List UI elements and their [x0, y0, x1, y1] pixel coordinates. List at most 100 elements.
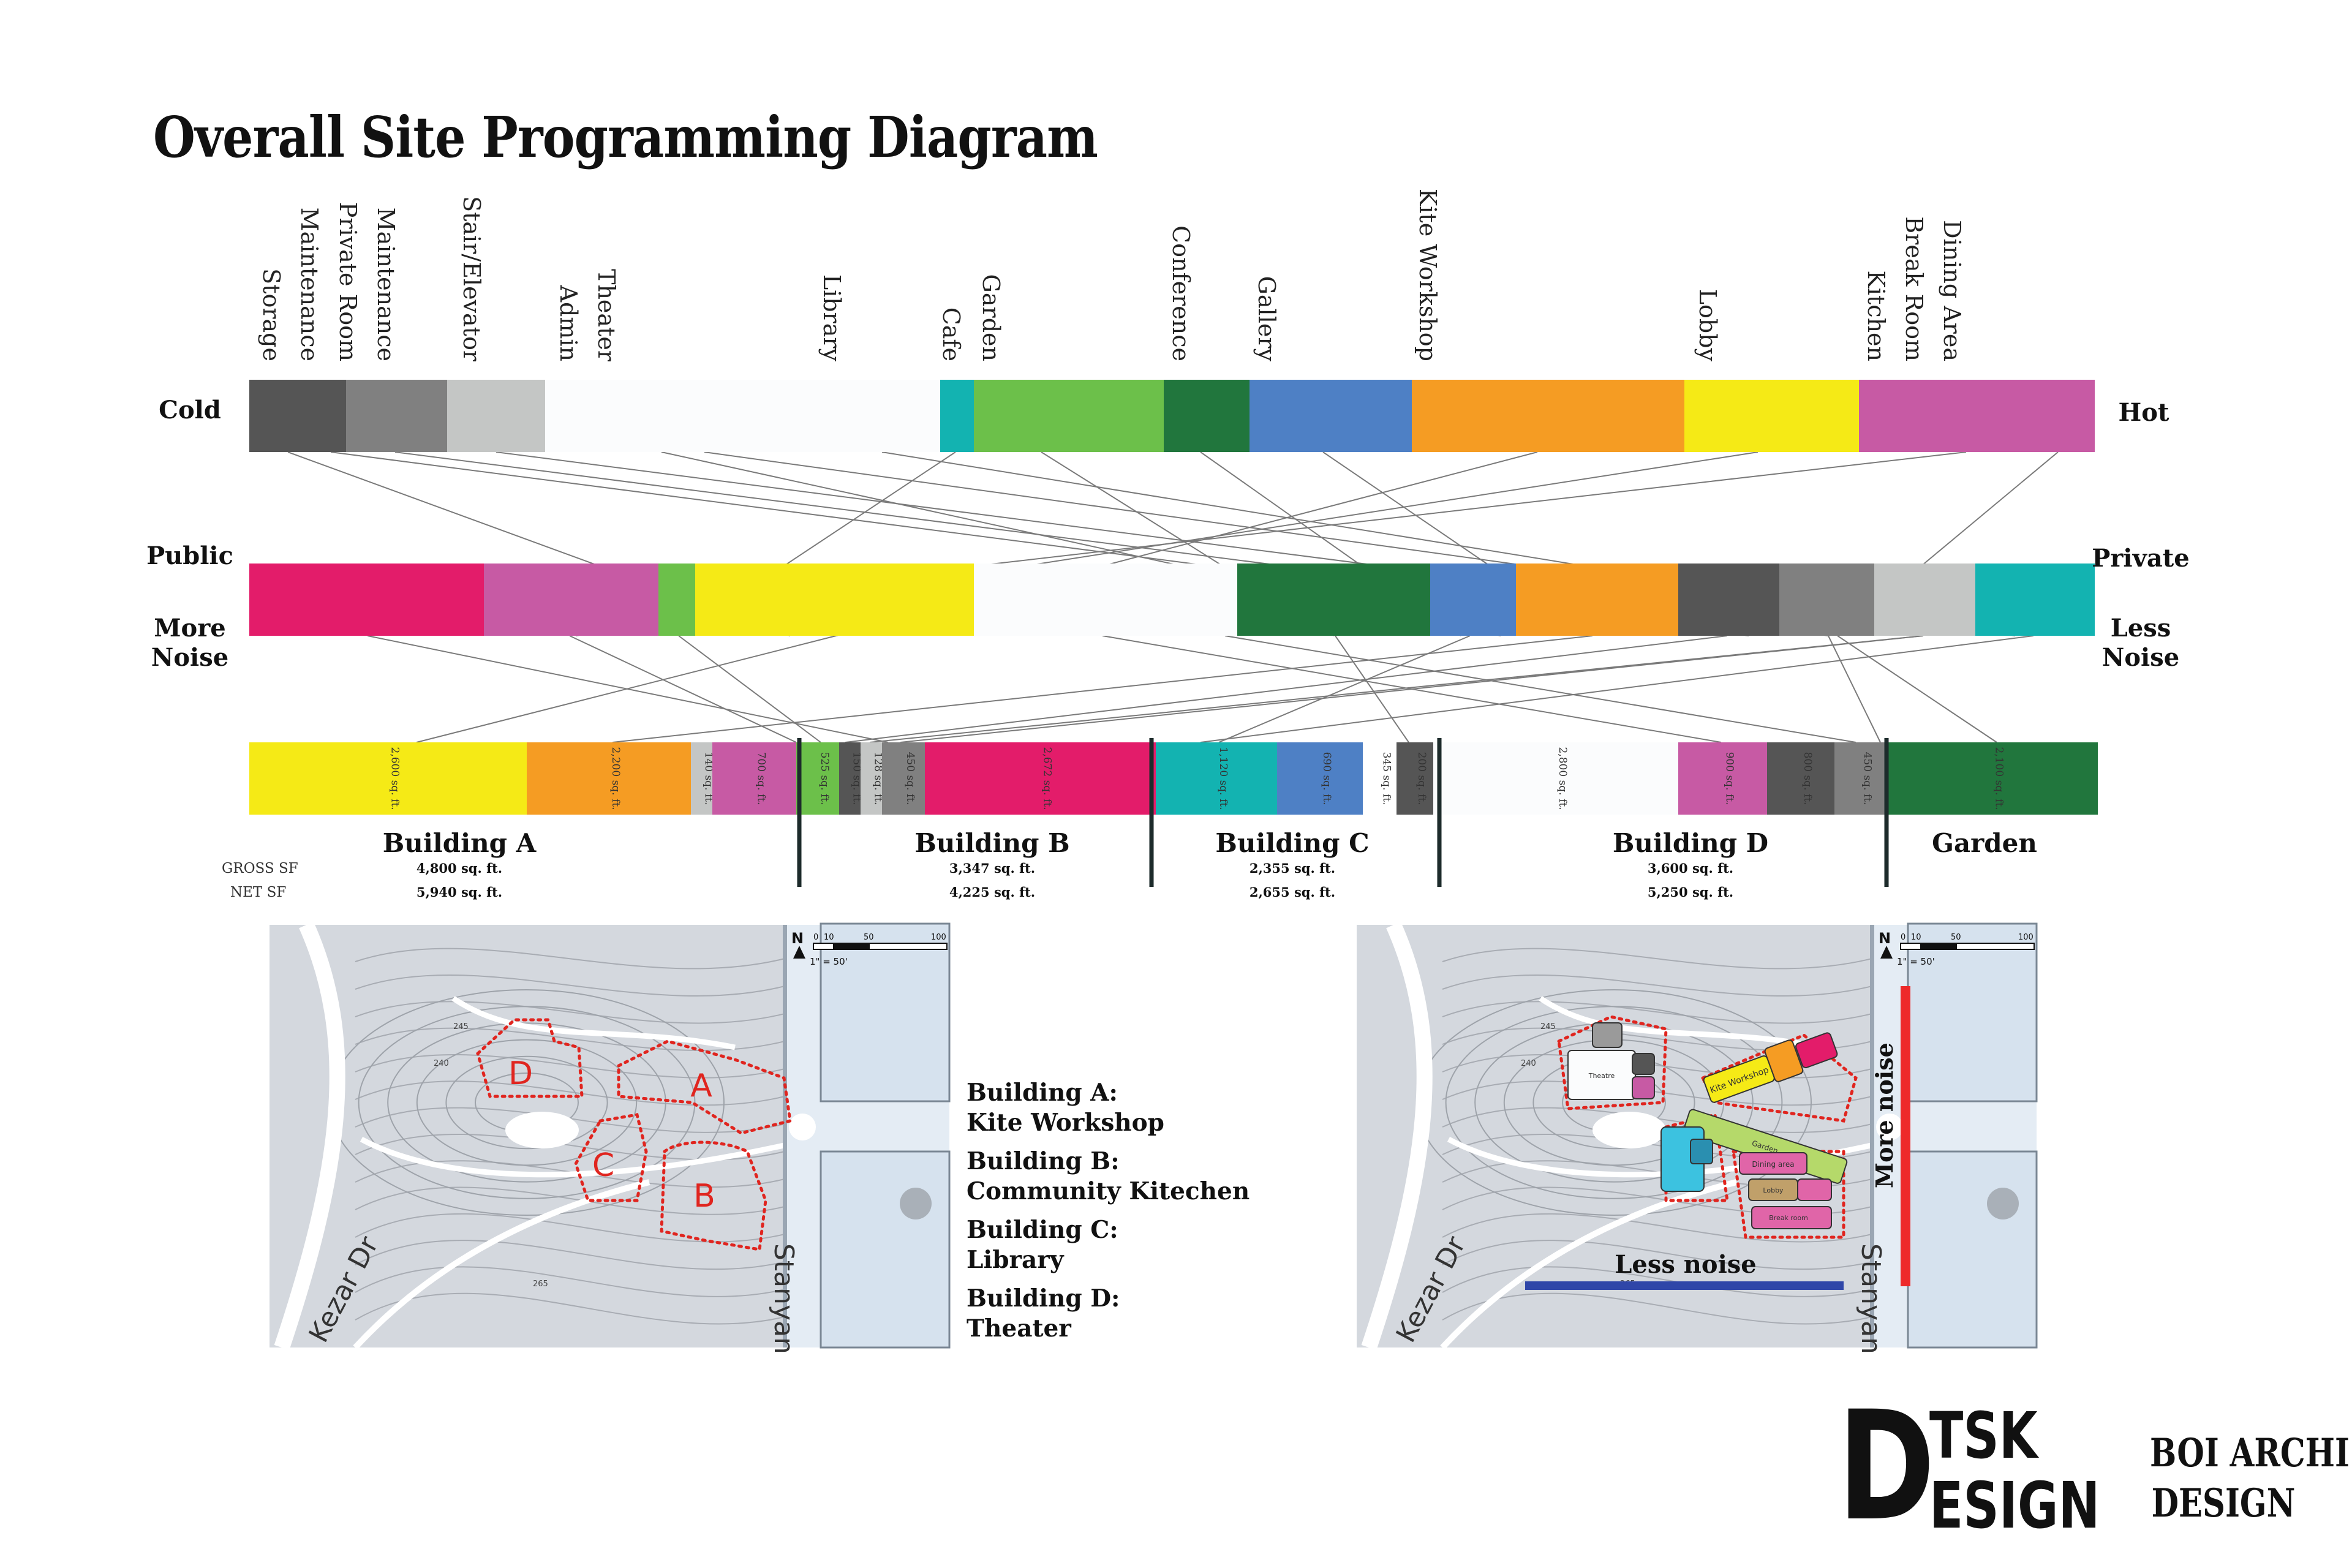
bar-segment	[1250, 380, 1412, 452]
bar-segment	[1779, 564, 1874, 636]
public-label: Public	[146, 541, 233, 570]
net-sf-label: NET SF	[230, 884, 287, 900]
contour-line	[355, 1080, 797, 1106]
curb	[783, 925, 787, 1348]
program-block	[1797, 1178, 1832, 1201]
area-label: 2,200 sq. ft.	[609, 747, 622, 810]
contour-line	[1442, 974, 1884, 997]
scale-tick: 50	[1951, 933, 1961, 942]
area-label: 140 sq. ft.	[703, 752, 715, 805]
space-label: Library	[818, 274, 845, 362]
space-label: Lobby	[1694, 289, 1721, 362]
contour-line	[1442, 1240, 1884, 1270]
area-label: 2,800 sq. ft.	[1556, 747, 1569, 810]
north-letter: N	[1879, 930, 1891, 947]
block-label: Dining area	[1752, 1160, 1794, 1169]
area-segment	[796, 742, 839, 815]
program-block	[1690, 1139, 1713, 1164]
contour-line	[355, 1213, 797, 1243]
area-segment	[1678, 742, 1767, 815]
contour-line	[355, 1133, 797, 1161]
restaurant-icon	[900, 1188, 932, 1219]
building-d-gross: 3,600 sq. ft.	[1647, 861, 1734, 876]
building-legend: Building A:Kite Workshop Building B:Comm…	[967, 1078, 1250, 1352]
building-a-name: Building A	[382, 828, 537, 858]
contour-line	[1442, 948, 1884, 970]
bike-icon	[789, 1114, 816, 1140]
legend-head: Building C:	[967, 1216, 1118, 1244]
hot-label: Hot	[2118, 398, 2169, 427]
building-block	[1907, 922, 2038, 1102]
area-label: 150 sq. ft.	[851, 752, 863, 805]
program-block	[1632, 1076, 1655, 1099]
contour-ring	[1445, 1006, 1783, 1199]
zone-letter: D	[508, 1055, 533, 1092]
block-label: Break room	[1769, 1214, 1808, 1222]
area-segment	[839, 742, 861, 815]
park-path	[451, 996, 736, 1050]
contour-line	[355, 1240, 797, 1270]
area-segment	[527, 742, 691, 815]
north-arrow-icon	[793, 946, 805, 959]
scale-tick: 0	[1901, 933, 1905, 942]
program-block	[1739, 1152, 1807, 1175]
building-block	[820, 922, 951, 1102]
dtsk-logo: D TSK ESIGN	[1838, 1392, 2100, 1544]
area-segment	[1433, 742, 1678, 815]
area-label: 1,120 sq. ft.	[1217, 747, 1229, 810]
legend-head: Building A:	[967, 1079, 1118, 1107]
contour-line	[355, 948, 797, 970]
space-label: Storage	[258, 268, 285, 361]
legend-sub: Theater	[967, 1314, 1071, 1343]
space-label: Kitchen	[1863, 270, 1890, 361]
bar-segment	[1412, 380, 1684, 452]
zone-outline	[617, 1039, 792, 1135]
connector-line	[1200, 635, 2034, 743]
light-patch	[505, 1112, 579, 1148]
legend-item: Building A:Kite Workshop	[967, 1078, 1250, 1138]
north-letter: N	[791, 930, 804, 947]
connector-line	[1335, 635, 1409, 743]
bar-segment	[1859, 380, 2095, 452]
contour-ring	[416, 1039, 638, 1166]
brand-line-1: BOI ARCHI	[2150, 1430, 2350, 1476]
program-block	[1795, 1032, 1838, 1069]
area-label: 450 sq. ft.	[1861, 752, 1874, 805]
program-block	[1632, 1053, 1655, 1075]
curb	[1870, 925, 1874, 1348]
light-patch	[1593, 1112, 1666, 1148]
more-noise-bar	[1901, 986, 1910, 1286]
contour-line	[1442, 1292, 1884, 1325]
cold-label: Cold	[159, 396, 221, 424]
park-path	[1539, 996, 1823, 1050]
building-c-gross: 2,355 sq. ft.	[1249, 861, 1336, 876]
program-block	[1764, 1039, 1804, 1082]
more-noise-label: More noise	[1871, 1042, 1898, 1188]
bar-segment	[545, 380, 816, 452]
bar-segment	[940, 380, 974, 452]
connector-line	[845, 635, 1728, 743]
bar-segment	[1430, 564, 1516, 636]
connector-line	[1218, 635, 1471, 743]
building-dividers	[797, 738, 1889, 887]
logo-line-1: TSK	[1929, 1398, 2038, 1473]
area-segment	[1834, 742, 1887, 815]
area-segment	[1156, 742, 1277, 815]
bar-segment	[484, 564, 658, 636]
area-label: 2,100 sq. ft.	[1993, 747, 2005, 810]
gross-sf-label: GROSS SF	[222, 861, 298, 876]
space-label: Dining Area	[1939, 220, 1966, 361]
bar-segment	[249, 380, 346, 452]
boi-archi-logo: BOI ARCHI DESIGN	[2150, 1428, 2350, 1529]
bar-segment	[695, 564, 974, 636]
connector-line	[678, 635, 821, 743]
contour-ring	[445, 1055, 608, 1150]
logo-big-letter: D	[1838, 1379, 1936, 1555]
bar-segment	[346, 380, 447, 452]
legend-item: Building C:Library	[967, 1215, 1250, 1275]
space-label: Maintenance	[372, 208, 399, 361]
zone-letter: A	[690, 1068, 712, 1104]
